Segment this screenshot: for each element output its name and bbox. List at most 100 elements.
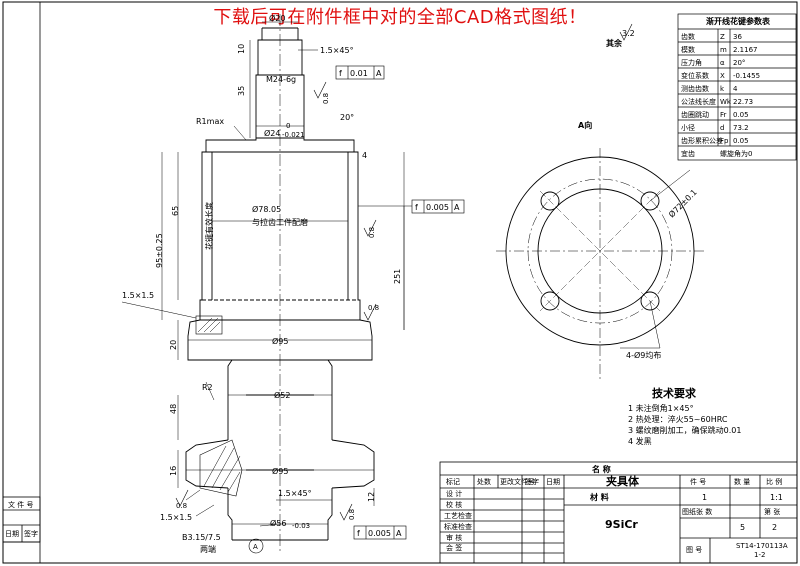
param-cell-r1-c1: m	[720, 46, 727, 54]
param-cell-r1-c2: 2.1167	[733, 46, 758, 54]
param-cell-r5-c2: 22.73	[733, 98, 753, 106]
tb-row-standard: 标准检查	[444, 522, 472, 531]
runout-top-symbol: f	[339, 69, 342, 78]
param-cell-r4-c0: 测齿齿数	[681, 84, 709, 93]
param-table-title: 渐开线花键参数表	[706, 16, 771, 26]
dim-chamfer-left: 1.5×1.5	[122, 291, 154, 300]
view-a-flange	[496, 148, 704, 380]
tb-drawing-label: 图纸张 数	[682, 507, 712, 516]
param-cell-r6-c0: 齿圈跳动	[681, 110, 709, 119]
tb-drawing-no-label: 图 号	[686, 546, 702, 554]
dim-d20: Ø20	[269, 13, 285, 23]
param-cell-r0-c1: Z	[720, 33, 725, 41]
param-cell-r9-c1: 螺旋角为0	[720, 149, 752, 158]
tb-row-cosign: 会 签	[446, 543, 462, 552]
param-cell-r2-c2: 20°	[733, 59, 745, 67]
tech-item-3: 3 螺纹磨削加工，确保跳动0.01	[628, 425, 741, 435]
tech-item-4: 4 发黑	[628, 436, 652, 446]
title-block	[439, 461, 798, 564]
runout-frame-bot	[353, 525, 407, 540]
tb-sheet-no: 2	[772, 523, 777, 532]
dim-16: 16	[169, 466, 178, 476]
param-cell-r8-c1: Fp	[720, 137, 729, 145]
tb-scale: 1:1	[770, 493, 783, 502]
tb-scale-label: 比 例	[766, 477, 782, 486]
dim-d78-note: 与拉齿工件配磨	[252, 217, 308, 227]
spline-length-label: 花键有效长度	[204, 202, 214, 250]
runout-top-datum: A	[376, 69, 382, 78]
dim-chamfer-bl: 1.5×1.5	[160, 513, 192, 522]
tb-name-header: 名 称	[592, 464, 611, 474]
tech-item-1: 1 未注倒角1×45°	[628, 403, 694, 413]
tb-rev-file: 更改文件号	[500, 477, 535, 486]
runout-frame-mid	[411, 199, 465, 214]
dim-d78: Ø78.05	[252, 204, 281, 214]
tb-part-name: 夹具体	[606, 474, 640, 488]
tb-rev-date: 日期	[546, 478, 560, 486]
runout-top-value: 0.01	[350, 69, 368, 78]
runout-frame-top	[335, 65, 385, 80]
dim-r1max: R1max	[196, 117, 224, 126]
view-a-d72: Ø72±0.1	[666, 187, 698, 219]
param-cell-r6-c2: 0.05	[733, 111, 749, 119]
tb-rev-count: 处数	[477, 477, 491, 486]
tb-drawing-no-2: 1-2	[754, 551, 765, 559]
param-cell-r4-c1: k	[720, 85, 725, 93]
view-a-holes: 4-Ø9均布	[626, 350, 661, 360]
param-cell-r1-c0: 模数	[681, 45, 695, 54]
runout-mid-value: 0.005	[426, 203, 449, 212]
param-cell-r0-c2: 36	[733, 33, 742, 41]
dim-12: 12	[367, 492, 376, 502]
part-section-view	[121, 14, 633, 554]
dim-d56-tol: -0.03	[292, 522, 310, 530]
tb-rev-mark: 标记	[446, 477, 460, 486]
tb-material-header: 材 料	[590, 492, 609, 502]
param-cell-r3-c2: -0.1455	[733, 72, 760, 80]
dim-thread: M24-6g	[266, 75, 296, 84]
dim-d52: Ø52	[274, 390, 290, 400]
tb-row-design: 设 计	[446, 489, 462, 498]
param-cell-r8-c0: 齿形累积公差	[681, 136, 723, 145]
tb-material: 9SiCr	[605, 518, 638, 531]
tech-title: 技术要求	[652, 386, 697, 400]
left-date-label: 日期	[5, 530, 19, 538]
tb-row-check: 校 核	[446, 500, 462, 509]
roughness-rest-label: 其余	[606, 38, 623, 48]
runout-bot-value: 0.005	[368, 529, 391, 538]
tb-sheets-total: 5	[740, 523, 745, 532]
dim-angle20: 20°	[340, 113, 354, 122]
dim-chamfer-top: 1.5×45°	[320, 46, 354, 55]
param-cell-r3-c0: 变位系数	[681, 71, 709, 80]
download-banner: 下载后可在附件框中对的全部CAD格式图纸！	[213, 7, 587, 28]
dim-d24-tol-dn: -0.021	[282, 131, 305, 139]
datum-a-circle	[248, 538, 264, 554]
spline-param-table	[677, 13, 797, 161]
param-cell-r3-c1: X	[720, 72, 725, 80]
ra-top: 0.8	[322, 93, 330, 104]
param-cell-r9-c0: 宜齿	[681, 149, 695, 158]
param-cell-r5-c0: 公法线长度	[681, 97, 716, 106]
tb-row-approve: 审 核	[446, 533, 462, 542]
param-cell-r7-c0: 小径	[681, 123, 695, 132]
dim-chamfer-bottom: 1.5×45°	[278, 489, 312, 498]
dim-d56: Ø56	[270, 518, 286, 528]
param-cell-r5-c1: Wk	[720, 98, 732, 106]
param-cell-r4-c2: 4	[733, 85, 738, 93]
tb-row-process: 工艺检查	[444, 511, 472, 520]
param-cell-r7-c2: 73.2	[733, 124, 749, 132]
runout-mid-symbol: f	[415, 203, 418, 212]
param-cell-r7-c1: d	[720, 124, 724, 132]
ra-bottom-left: 0.8	[176, 502, 187, 510]
view-a-title: A向	[578, 120, 592, 130]
datum-a-label: A	[253, 543, 258, 551]
ra-right: 0.8	[368, 304, 379, 312]
tb-rev-sign: 签字	[525, 477, 539, 486]
dim-95-025: 95±0.25	[155, 233, 164, 268]
param-cell-r8-c2: 0.05	[733, 137, 749, 145]
dim-35: 35	[237, 86, 246, 96]
dim-4: 4	[362, 151, 367, 160]
runout-mid-datum: A	[454, 203, 460, 212]
param-cell-r2-c0: 压力角	[681, 58, 702, 67]
